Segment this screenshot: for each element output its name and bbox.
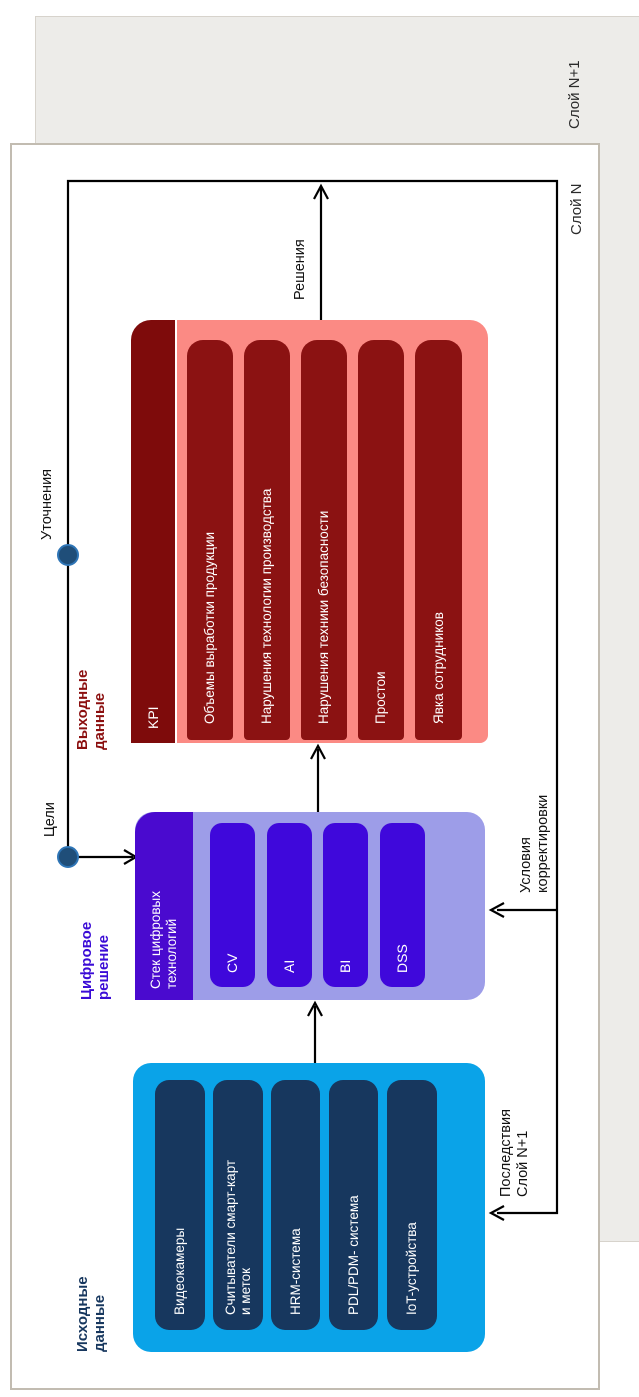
- output-item-attendance: Явка сотрудников: [415, 340, 462, 740]
- layer-boundary-path: [66, 179, 559, 1215]
- goals-label: Цели: [42, 802, 58, 837]
- digital-stack-header: Стек цифровых технологий: [135, 812, 193, 1000]
- source-item-hrm-system: HRM-система: [271, 1080, 320, 1330]
- source-group-title: Исходные данные: [74, 1276, 108, 1352]
- digital-to-output-arrowhead: [310, 743, 326, 760]
- consequences-label: Последствия Слой N+1: [498, 1109, 531, 1197]
- digital-item-bi: BI: [323, 823, 368, 987]
- digital-item-dss: DSS: [380, 823, 425, 987]
- source-item-iot-devices: IoT-устройства: [387, 1080, 437, 1330]
- digital-group-title: Цифровое решение: [78, 921, 112, 1000]
- output-item-safety-violations: Нарушения техники безопасности: [301, 340, 347, 740]
- output-item-production-volumes: Объемы выработки продукции: [187, 340, 233, 740]
- adjustment-conditions-label: Условия корректировки: [518, 794, 551, 893]
- source-item-smartcard-readers: Считыватели смарт-карт и меток: [213, 1080, 263, 1330]
- output-kpi-header: KPI: [131, 320, 175, 743]
- digital-item-cv: CV: [210, 823, 255, 987]
- consequences-arrowhead: [488, 1205, 505, 1221]
- output-item-tech-violations: Нарушения технологии производства: [244, 340, 290, 740]
- source-to-digital-arrowhead: [307, 1000, 323, 1017]
- output-item-downtime: Простои: [358, 340, 404, 740]
- goals-junction-dot: [57, 846, 79, 868]
- refinements-label: Уточнения: [39, 468, 55, 540]
- output-group-title: Выходные данные: [74, 669, 108, 750]
- decisions-label: Решения: [292, 239, 308, 300]
- refinements-junction-dot: [57, 544, 79, 566]
- source-item-videocameras: Видеокамеры: [155, 1080, 205, 1330]
- adjustment-arrowhead: [488, 902, 505, 918]
- decisions-arrowhead: [313, 183, 329, 200]
- digital-item-ai: AI: [267, 823, 312, 987]
- source-item-pdl-pdm-system: PDL/PDM- система: [329, 1080, 378, 1330]
